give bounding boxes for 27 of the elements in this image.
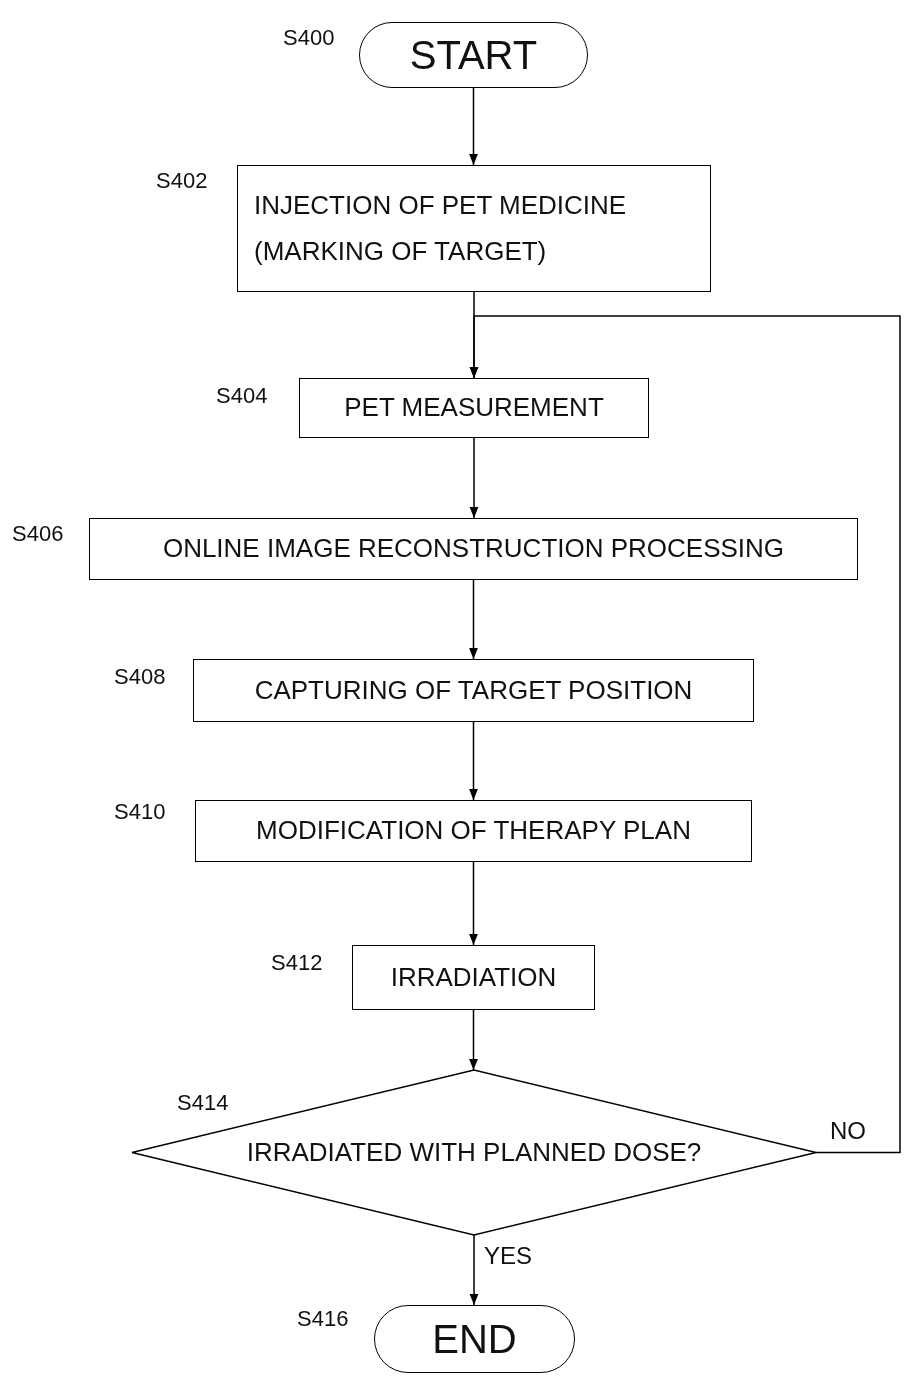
step-number: S410 bbox=[114, 799, 166, 825]
step-text: PET MEASUREMENT bbox=[344, 391, 604, 425]
arrow bbox=[469, 721, 478, 801]
step-number: S402 bbox=[156, 168, 208, 194]
arrow bbox=[469, 861, 478, 946]
step-text: CAPTURING OF TARGET POSITION bbox=[254, 673, 693, 707]
arrow bbox=[469, 437, 479, 519]
step-number: S412 bbox=[271, 950, 323, 976]
step-text: END bbox=[432, 1316, 517, 1363]
step-number: S408 bbox=[114, 664, 166, 690]
step-text: MODIFICATION OF THERAPY PLAN bbox=[256, 814, 691, 848]
arrow bbox=[469, 315, 901, 1154]
arrow bbox=[469, 579, 478, 660]
arrow bbox=[469, 87, 478, 166]
step-text: INJECTION OF PET MEDICINE (MARKING OF TARGET) bbox=[254, 189, 628, 268]
step-number: S416 bbox=[297, 1306, 349, 1332]
step-number: S400 bbox=[283, 25, 335, 51]
step-text: IRRADIATION bbox=[390, 960, 557, 994]
step-text: ONLINE IMAGE RECONSTRUCTION PROCESSING bbox=[162, 532, 785, 566]
step-number: S404 bbox=[216, 383, 268, 409]
decision-diamond bbox=[132, 1070, 816, 1235]
arrow bbox=[469, 1234, 479, 1306]
step-text: START bbox=[409, 32, 538, 79]
arrow bbox=[469, 1009, 478, 1071]
step-text: IRRADIATED WITH PLANNED DOSE? bbox=[246, 1135, 702, 1169]
step-number: S406 bbox=[12, 521, 64, 547]
step-number: S414 bbox=[177, 1090, 229, 1116]
